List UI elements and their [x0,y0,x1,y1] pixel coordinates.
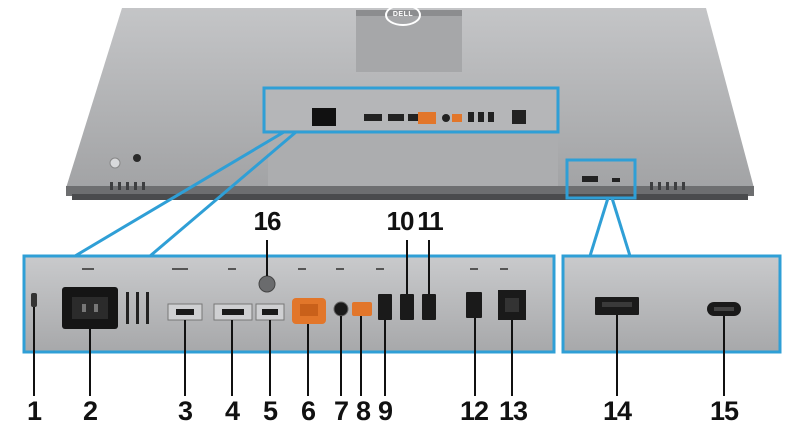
callout-8: 8 [355,396,371,426]
hdmi-port [213,303,253,321]
callout-13: 13 [498,396,528,426]
callout-9: 9 [377,396,393,426]
usb-a-quick-access [595,297,639,315]
top-io-strip [266,90,556,130]
rear-io-detail-panel [22,254,556,354]
callout-10: 10 [386,206,415,236]
stand-column [356,10,462,72]
callout-frame-main [262,86,560,134]
callout-15: 15 [709,396,739,426]
callout-2: 2 [82,396,98,426]
lock-slot [31,293,37,307]
rj45-port [498,290,526,320]
stand-screw [258,275,276,293]
callout-6: 6 [300,396,316,426]
callout-3: 3 [177,396,193,426]
dp-port [167,303,203,321]
joystick-button [133,154,141,162]
usb-a-ports [378,294,436,320]
callout-4: 4 [224,396,240,426]
vents [110,182,685,190]
callout-5: 5 [262,396,278,426]
callout-7: 7 [333,396,349,426]
usb-a-port-12 [466,292,482,318]
callout-12: 12 [459,396,489,426]
stand-lock [292,298,326,324]
callout-14: 14 [602,396,632,426]
power-button [109,157,121,169]
callout-frame-side [565,158,637,200]
audio-jack [333,301,349,317]
brand-logo-text: DELL [392,10,414,18]
callout-leaders [33,240,725,396]
monitor-body [66,8,754,200]
leader-lines [74,130,632,258]
callout-11: 11 [417,206,443,236]
power-connector [62,287,118,329]
side-io-detail-panel [561,254,782,354]
callout-16: 16 [253,206,282,236]
callout-1: 1 [26,396,42,426]
usb-c-quick-access [707,302,741,316]
brand-logo [385,4,421,26]
dp-in-port [255,303,285,321]
usb-c-port [352,302,372,316]
